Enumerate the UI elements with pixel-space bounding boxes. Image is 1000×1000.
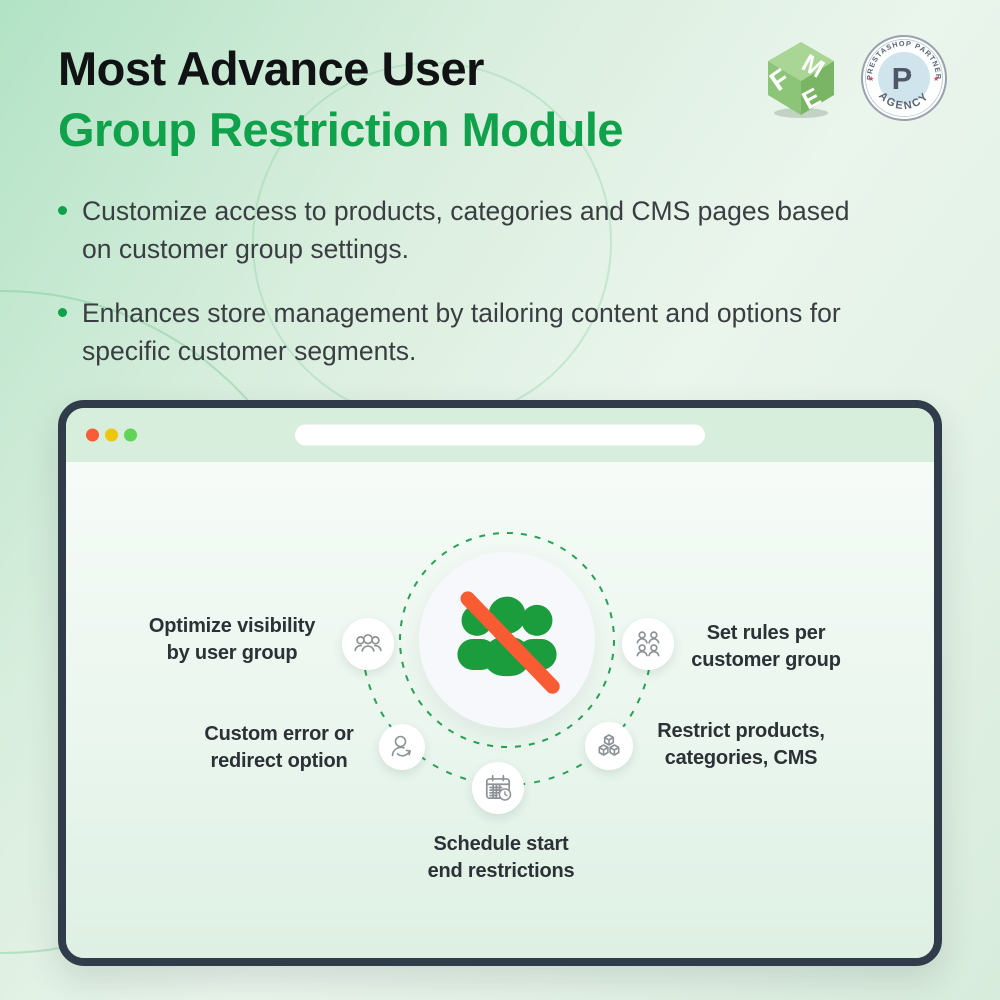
bullet-text: Customize access to products, categories… bbox=[82, 192, 849, 268]
slash-icon bbox=[460, 591, 560, 694]
satellite-restrict-products bbox=[585, 722, 633, 770]
traffic-lights bbox=[86, 428, 137, 442]
label-restrict-products: Restrict products, categories, CMS bbox=[616, 718, 866, 772]
bullet-item: Customize access to products, categories… bbox=[58, 192, 849, 268]
label-line: end restrictions bbox=[427, 860, 575, 882]
title-line-2: Group Restriction Module bbox=[58, 103, 624, 156]
label-schedule: Schedule start end restrictions bbox=[376, 831, 626, 885]
bullet-line: Enhances store management by tailoring c… bbox=[82, 298, 841, 328]
browser-titlebar bbox=[66, 408, 934, 462]
bullet-dot-icon bbox=[58, 206, 67, 215]
satellite-schedule bbox=[472, 762, 524, 814]
feature-bullets: Customize access to products, categories… bbox=[58, 192, 849, 396]
restricted-user-group-icon bbox=[457, 591, 560, 694]
close-window-icon[interactable] bbox=[86, 428, 99, 442]
label-line: customer group bbox=[691, 649, 841, 671]
label-line: by user group bbox=[166, 642, 298, 664]
bullet-line: specific customer segments. bbox=[82, 336, 417, 366]
bullet-dot-icon bbox=[58, 308, 67, 317]
inner-dashed-ring bbox=[399, 532, 615, 748]
badge-star-left: ★ bbox=[868, 75, 874, 83]
prestashop-monogram: P bbox=[892, 61, 913, 96]
prestashop-monogram-s: s bbox=[910, 63, 917, 78]
label-line: redirect option bbox=[210, 750, 348, 772]
address-bar[interactable] bbox=[295, 424, 705, 446]
label-custom-error: Custom error or redirect option bbox=[154, 721, 404, 775]
center-circle bbox=[419, 552, 595, 728]
browser-window: Optimize visibility by user group Set ru… bbox=[58, 400, 942, 966]
label-line: Set rules per bbox=[706, 622, 826, 644]
label-optimize-visibility: Optimize visibility by user group bbox=[107, 613, 357, 667]
user-redirect-icon bbox=[391, 735, 411, 757]
badge-star-right: ★ bbox=[933, 75, 939, 83]
maximize-window-icon[interactable] bbox=[124, 428, 137, 442]
label-line: categories, CMS bbox=[664, 747, 818, 769]
satellite-optimize-visibility bbox=[342, 618, 394, 670]
bullet-item: Enhances store management by tailoring c… bbox=[58, 294, 849, 370]
label-line: Custom error or bbox=[204, 723, 354, 745]
fme-logo: F M E bbox=[764, 42, 834, 118]
satellite-custom-error bbox=[379, 724, 425, 770]
prestashop-partner-badge: PRESTASHOP PARTNER AGENCY ★ ★ P s bbox=[861, 35, 947, 121]
bullet-text: Enhances store management by tailoring c… bbox=[82, 294, 841, 370]
bullet-line: Customize access to products, categories… bbox=[82, 196, 850, 226]
badge-center-disc bbox=[878, 52, 930, 104]
bullet-line: on customer group settings. bbox=[82, 234, 410, 264]
users-four-icon bbox=[636, 631, 660, 657]
label-line: Restrict products, bbox=[657, 720, 825, 742]
minimize-window-icon[interactable] bbox=[105, 428, 118, 442]
label-set-rules: Set rules per customer group bbox=[641, 620, 891, 674]
label-line: Schedule start bbox=[433, 833, 569, 855]
satellite-set-rules bbox=[622, 618, 674, 670]
users-three-icon bbox=[354, 634, 382, 652]
calendar-clock-icon bbox=[485, 774, 512, 801]
title-line-1: Most Advance User bbox=[58, 42, 484, 95]
browser-content: Optimize visibility by user group Set ru… bbox=[66, 462, 934, 958]
cubes-icon bbox=[598, 734, 620, 756]
label-line: Optimize visibility bbox=[148, 615, 316, 637]
page-title: Most Advance User Group Restriction Modu… bbox=[58, 38, 624, 160]
